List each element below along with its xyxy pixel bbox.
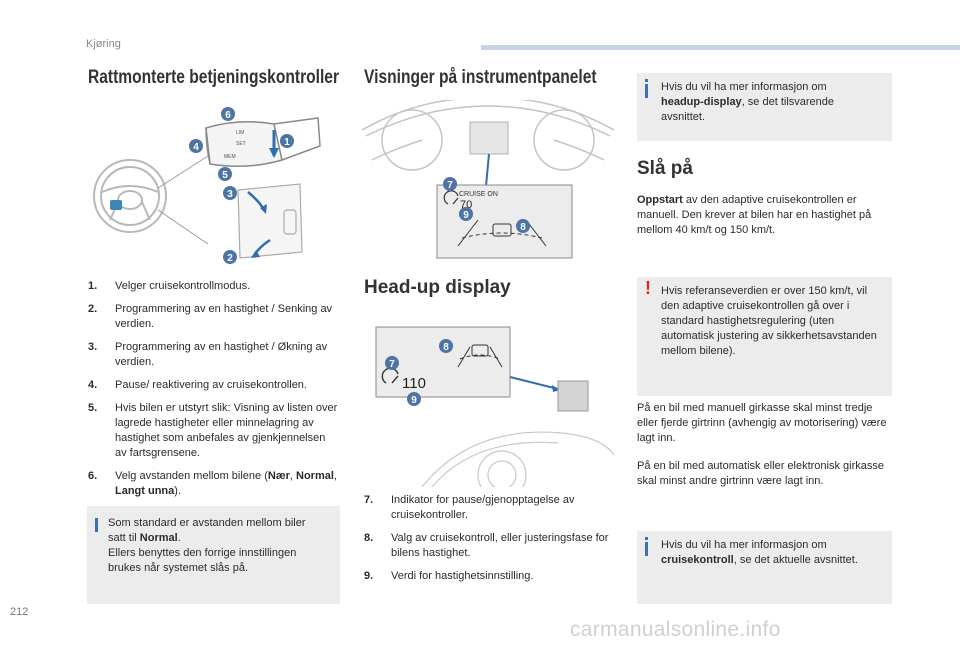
list-item: 9.Verdi for hastighetsinnstilling. [364,570,534,582]
steering-wheel-illustration [93,159,167,233]
paragraph-start: Oppstart av den adaptive cruisekontrolle… [637,194,872,236]
title-steering-controls: Rattmonterte betjeningskontroller [88,67,340,88]
hud-speed: 110 [402,375,426,392]
svg-text:9: 9 [411,395,417,406]
badge-8 [516,219,530,233]
panel-badges: 7 9 8 [443,177,530,233]
list-item: 2.Programmering av en hastighet / Senkin… [88,303,333,330]
head-up-display-figure: 110 8 7 9 [375,326,614,487]
list-item: 4.Pause/ reaktivering av cruisekontrolle… [88,379,307,391]
svg-text:4: 4 [193,142,199,153]
figure-badges: 6 4 1 5 3 2 [189,107,294,264]
list-item: 3.Programmering av en hastighet / Økning… [88,341,328,368]
svg-text:9: 9 [463,210,469,221]
warning-box-speed: ! Hvis referanseverdien er over 150 km/t… [637,277,892,396]
title-instrument-panel: Visninger på instrumentpanelet [364,67,597,88]
list-item: 8.Valg av cruisekontroll, eller justerin… [364,532,609,559]
indicator-list: 7.Indikator for pause/gjenopptagelse av … [364,493,614,592]
list-item: 1.Velger cruisekontrollmodus. [88,280,251,292]
header-bar [481,45,960,50]
cruise-stalk-illustration [205,117,321,167]
badge-2 [223,250,237,264]
svg-text:LIM: LIM [236,130,244,136]
svg-text:7: 7 [447,180,453,191]
badge-4 [189,139,203,153]
svg-text:SET: SET [236,141,246,147]
svg-text:3: 3 [227,189,233,200]
badge-5 [218,167,232,181]
list-item: 7.Indikator for pause/gjenopptagelse av … [364,494,575,521]
list-item: 6.Velg avstanden mellom bilene (Nær, Nor… [88,470,337,497]
section-label: Kjøring [86,38,121,50]
svg-text:7: 7 [389,359,395,370]
badge-9 [459,207,473,221]
badge-3 [223,186,237,200]
title-head-up-display: Head-up display [364,277,511,298]
badge-8 [439,339,453,353]
svg-text:2: 2 [227,253,233,264]
instrument-panel-figure: CRUISE ON 70 7 9 8 [362,100,614,259]
svg-text:8: 8 [520,222,526,233]
svg-text:5: 5 [222,170,228,181]
info-box-default-distance: Som standard er avstanden mellom biler s… [87,506,340,604]
control-list: 1.Velger cruisekontrollmodus. 2.Programm… [88,279,340,507]
title-switch-on: Slå på [637,158,693,179]
svg-text:1: 1 [284,137,290,148]
info-box-cruise-control: Hvis du vil ha mer informasjon om cruise… [637,531,892,604]
list-item: 5.Hvis bilen er utstyrt slik: Visning av… [88,402,338,459]
svg-text:MEM: MEM [224,154,236,160]
panel-cruise-label: CRUISE ON [459,191,498,198]
info-box-headup: Hvis du vil ha mer informasjon om headup… [637,73,892,141]
svg-text:8: 8 [443,342,449,353]
badge-6 [221,107,235,121]
badge-7 [385,356,399,370]
badge-9 [407,392,421,406]
steering-controls-figure: LIM SET MEM 6 4 1 5 3 2 [93,107,321,264]
badge-1 [280,134,294,148]
watermark: carmanualsonline.info [570,618,781,641]
paragraph-automatic-gearbox: På en bil med automatisk eller elektroni… [637,460,885,487]
svg-text:6: 6 [225,110,231,121]
badge-7 [443,177,457,191]
warning-icon: ! [645,278,651,298]
hud-badges: 8 7 9 [385,339,453,406]
page-number: 212 [10,606,29,618]
paragraph-manual-gearbox: På en bil med manuell girkasse skal mins… [637,402,887,444]
